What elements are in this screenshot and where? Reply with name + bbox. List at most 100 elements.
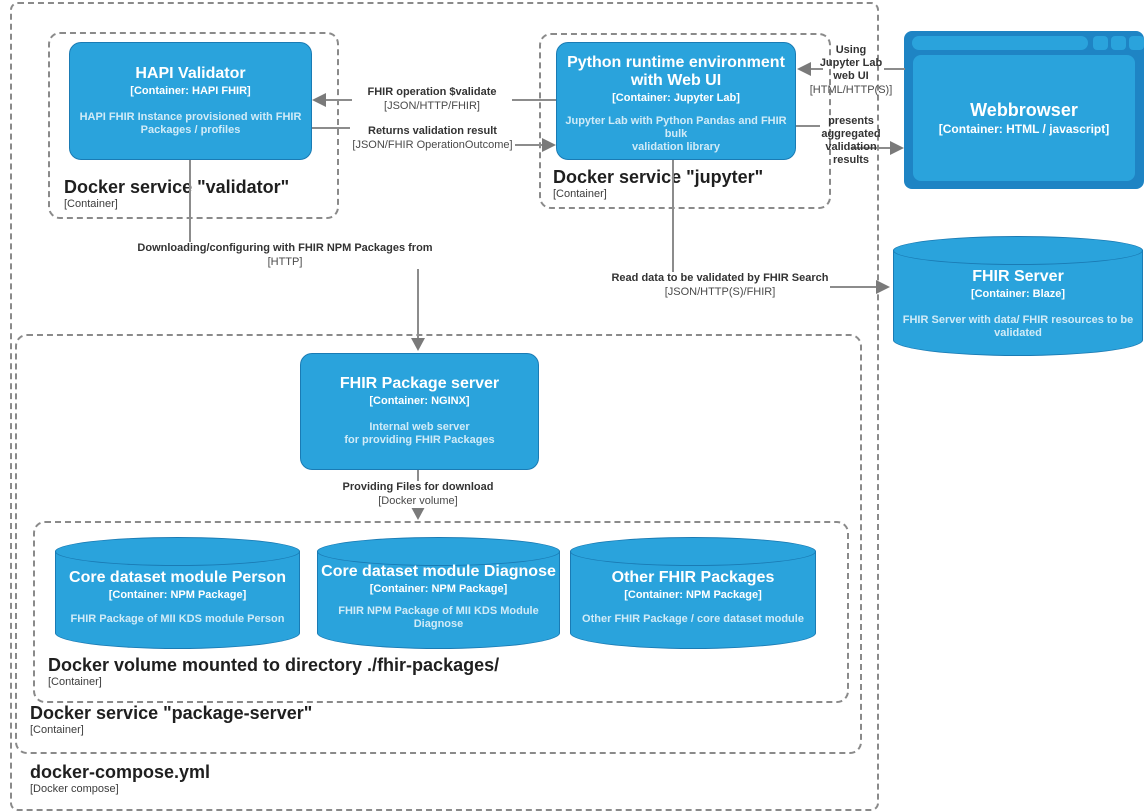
- group-docker-compose-title: docker-compose.yml: [30, 762, 211, 782]
- edge-returns-tech-text: [JSON/FHIR OperationOutcome]: [352, 139, 513, 151]
- browser-window-button: [1129, 36, 1144, 50]
- group-docker-compose: docker-compose.yml [Docker compose]: [10, 2, 879, 811]
- edge-read-data-line-a: [672, 160, 674, 287]
- python-runtime-description: Jupyter Lab with Python Pandas and FHIR …: [565, 115, 787, 153]
- core-person-node: Core dataset module Person [Container: N…: [55, 537, 300, 649]
- edge-using-ui-arrowhead: [797, 62, 811, 76]
- browser-address-bar: [912, 36, 1088, 50]
- other-packages-node: Other FHIR Packages [Container: NPM Pack…: [570, 537, 816, 649]
- edge-presents-label-text: presents aggregated validation results: [821, 115, 881, 166]
- edge-presents-line-a: [796, 125, 820, 127]
- hapi-validator-node: HAPI Validator [Container: HAPI FHIR] HA…: [69, 42, 312, 160]
- browser-content: Webbrowser [Container: HTML / javascript…: [913, 55, 1135, 181]
- other-packages-description: Other FHIR Package / core dataset module: [582, 613, 804, 625]
- group-docker-volume-title: Docker volume mounted to directory ./fhi…: [48, 655, 500, 675]
- core-person-text: Core dataset module Person [Container: N…: [55, 569, 300, 626]
- edge-download-line-a: [189, 160, 191, 247]
- edge-using-ui-line-b: [884, 68, 905, 70]
- fhir-server-description: FHIR Server with data/ FHIR resources to…: [902, 314, 1134, 339]
- python-runtime-title: Python runtime environment with Web UI: [567, 54, 785, 89]
- group-docker-compose-type: [Docker compose]: [30, 783, 119, 795]
- edge-read-data-arrowhead: [876, 280, 890, 294]
- fhir-server-text: FHIR Server [Container: Blaze] FHIR Serv…: [893, 268, 1143, 340]
- group-package-server: Docker service "package-server" [Contain…: [15, 334, 862, 754]
- python-runtime-subtitle: [Container: Jupyter Lab]: [612, 92, 740, 104]
- edge-download-label: Downloading/configuring with FHIR NPM Pa…: [125, 242, 445, 269]
- group-validator-type: [Container]: [64, 198, 118, 210]
- cylinder-body: [55, 551, 300, 649]
- edge-presents-label: presents aggregated validation results: [806, 115, 896, 167]
- group-package-server-title: Docker service "package-server": [30, 703, 313, 723]
- fhir-package-server-title: FHIR Package server: [339, 375, 500, 392]
- edge-presents-line-b: [852, 147, 890, 149]
- cylinder-body: [893, 250, 1143, 356]
- group-jupyter-label: Docker service "jupyter" [Container]: [553, 167, 763, 201]
- webbrowser-subtitle: [Container: HTML / javascript]: [938, 122, 1110, 136]
- browser-window-button: [1111, 36, 1126, 50]
- edge-using-ui-line-a: [811, 68, 823, 70]
- group-jupyter-type: [Container]: [553, 188, 607, 200]
- fhir-server-node: FHIR Server [Container: Blaze] FHIR Serv…: [893, 236, 1143, 356]
- group-package-server-type: [Container]: [30, 724, 84, 736]
- group-docker-compose-label: docker-compose.yml [Docker compose]: [30, 762, 210, 796]
- edge-presents-arrowhead: [890, 141, 904, 155]
- edge-returns-arrowhead: [542, 138, 556, 152]
- edge-read-data-tech-text: [JSON/HTTP(S)/FHIR]: [664, 286, 776, 298]
- core-diagnose-description: FHIR NPM Package of MII KDS Module Diagn…: [338, 605, 539, 630]
- edge-returns-label-text: Returns validation result: [368, 125, 497, 137]
- fhir-package-server-subtitle: [Container: NGINX]: [369, 395, 470, 407]
- hapi-validator-subtitle: [Container: HAPI FHIR]: [130, 85, 251, 97]
- edge-read-data-label-text: Read data to be validated by FHIR Search: [611, 272, 829, 284]
- edge-providing-tech-text: [Docker volume]: [378, 495, 458, 507]
- cylinder-top: [55, 537, 300, 566]
- other-packages-title: Other FHIR Packages: [611, 569, 775, 586]
- hapi-validator-description: HAPI FHIR Instance provisioned with FHIR…: [79, 111, 302, 136]
- group-package-server-label: Docker service "package-server" [Contain…: [30, 703, 312, 737]
- group-validator-title: Docker service "validator": [64, 177, 290, 197]
- edge-validate-arrowhead: [312, 93, 326, 107]
- edge-providing-label: Providing Files for download [Docker vol…: [328, 481, 508, 508]
- hapi-validator-title: HAPI Validator: [135, 65, 246, 82]
- group-docker-volume-type: [Container]: [48, 676, 102, 688]
- fhir-server-subtitle: [Container: Blaze]: [970, 288, 1066, 300]
- webbrowser-title: Webbrowser: [970, 100, 1078, 120]
- python-runtime-node: Python runtime environment with Web UI […: [556, 42, 796, 160]
- group-docker-volume-label: Docker volume mounted to directory ./fhi…: [48, 655, 499, 689]
- other-packages-text: Other FHIR Packages [Container: NPM Pack…: [570, 569, 816, 626]
- edge-using-ui-label: Using Jupyter Lab web UI [HTML/HTTP(S)]: [806, 44, 896, 97]
- edge-validate-tech-text: [JSON/HTTP/FHIR]: [384, 100, 480, 112]
- fhir-server-title: FHIR Server: [972, 268, 1064, 285]
- core-person-subtitle: [Container: NPM Package]: [108, 589, 247, 601]
- cylinder-top: [893, 236, 1143, 265]
- edge-download-tech-text: [HTTP]: [267, 256, 303, 268]
- cylinder-body: [317, 551, 560, 649]
- group-jupyter: Docker service "jupyter" [Container]: [539, 33, 831, 209]
- edge-using-ui-tech-text: [HTML/HTTP(S)]: [809, 84, 893, 96]
- group-validator: Docker service "validator" [Container]: [48, 32, 339, 219]
- group-validator-label: Docker service "validator" [Container]: [64, 177, 289, 211]
- edge-providing-label-text: Providing Files for download: [342, 481, 494, 493]
- edge-validate-label-text: FHIR operation $validate: [367, 86, 497, 98]
- cylinder-body: [570, 551, 816, 649]
- edge-validate-label: FHIR operation $validate [JSON/HTTP/FHIR…: [352, 86, 512, 113]
- fhir-package-server-description: Internal web server for providing FHIR P…: [344, 421, 495, 446]
- edge-using-ui-label-text: Using Jupyter Lab web UI: [819, 44, 883, 82]
- cylinder-top: [317, 537, 560, 566]
- edge-download-arrowhead: [411, 338, 425, 351]
- fhir-package-server-node: FHIR Package server [Container: NGINX] I…: [300, 353, 539, 470]
- core-person-title: Core dataset module Person: [69, 569, 286, 586]
- webbrowser-node: Webbrowser [Container: HTML / javascript…: [904, 31, 1144, 189]
- core-diagnose-title: Core dataset module Diagnose: [321, 563, 556, 580]
- edge-providing-line: [417, 470, 419, 482]
- group-jupyter-title: Docker service "jupyter": [553, 167, 764, 187]
- core-diagnose-text: Core dataset module Diagnose [Container:…: [317, 563, 560, 631]
- core-diagnose-subtitle: [Container: NPM Package]: [369, 583, 508, 595]
- edge-providing-arrowhead: [411, 507, 425, 520]
- cylinder-top: [570, 537, 816, 566]
- core-diagnose-node: Core dataset module Diagnose [Container:…: [317, 537, 560, 649]
- edge-download-line-b: [417, 269, 419, 338]
- edge-download-label-text: Downloading/configuring with FHIR NPM Pa…: [137, 242, 433, 254]
- group-docker-volume: Docker volume mounted to directory ./fhi…: [33, 521, 849, 703]
- edge-read-data-label: Read data to be validated by FHIR Search…: [610, 272, 830, 299]
